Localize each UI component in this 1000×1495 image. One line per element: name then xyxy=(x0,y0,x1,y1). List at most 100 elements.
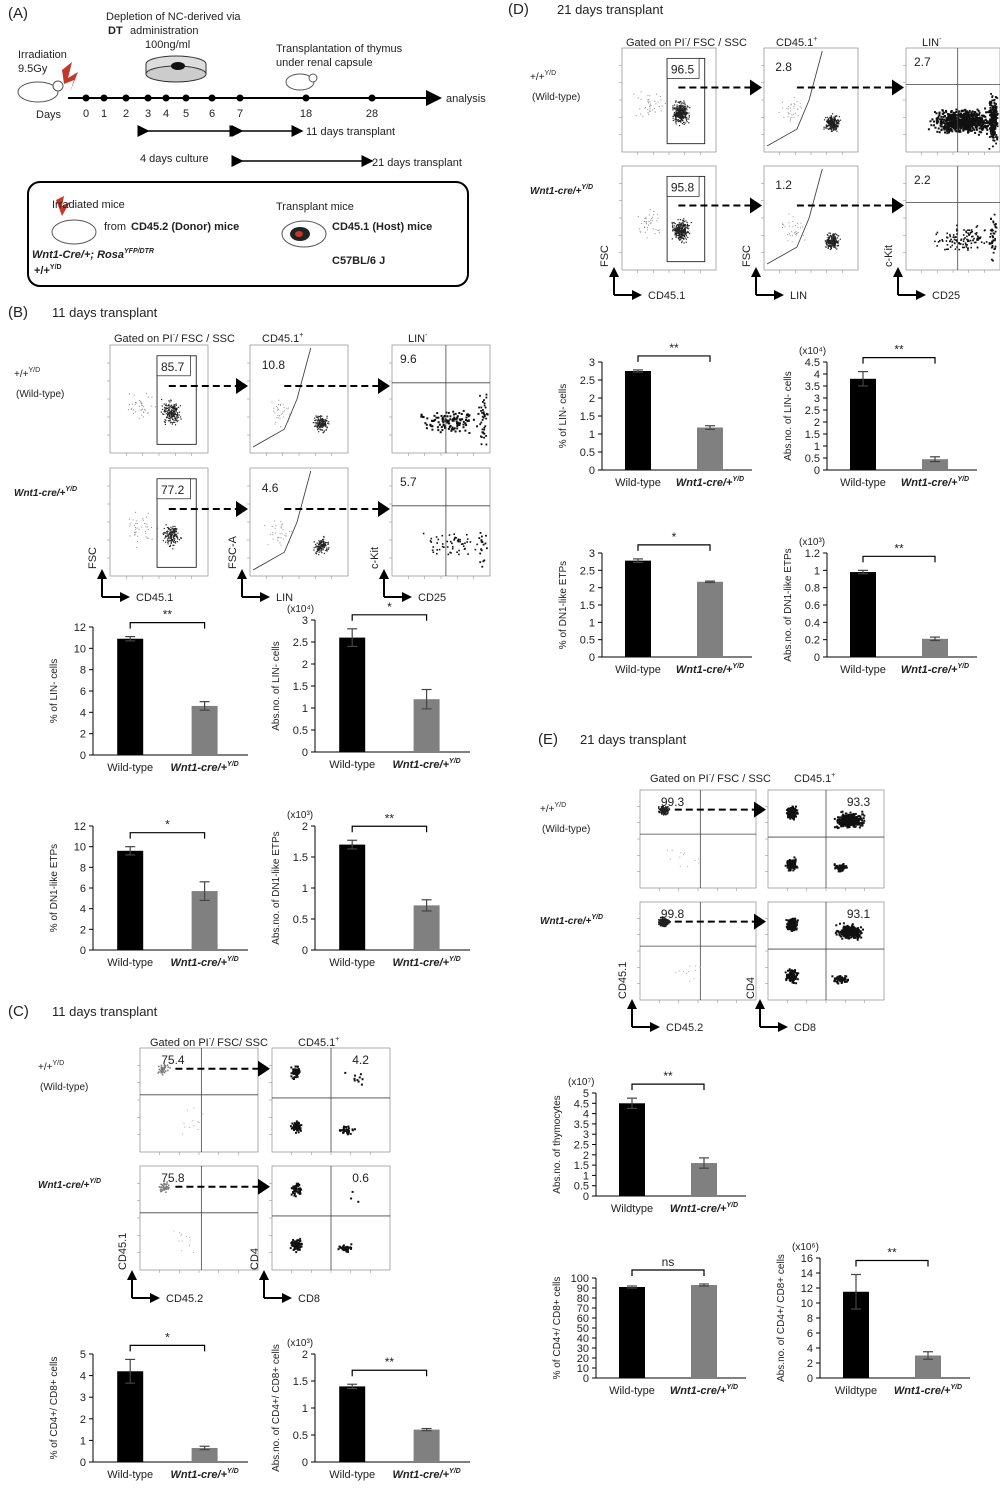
flow-y-axis-label: FSC xyxy=(599,245,611,267)
event-dot xyxy=(782,101,783,103)
event-dot xyxy=(833,235,835,237)
event-dot xyxy=(934,111,936,114)
event-dot xyxy=(680,109,682,111)
event-dot xyxy=(295,1251,298,1254)
event-dot xyxy=(977,133,980,136)
event-dot xyxy=(675,119,677,121)
event-dot xyxy=(442,423,445,426)
event-dot xyxy=(133,409,134,411)
event-dot xyxy=(486,547,488,550)
event-dot xyxy=(782,227,783,228)
timeline-dot xyxy=(162,94,170,102)
event-dot xyxy=(677,113,679,115)
event-dot xyxy=(989,100,991,103)
event-dot xyxy=(319,542,321,544)
event-dot xyxy=(167,407,169,409)
event-dot xyxy=(837,122,839,124)
event-dot xyxy=(340,1246,343,1249)
event-dot xyxy=(161,1071,163,1073)
event-dot xyxy=(658,229,660,231)
axis-arrow-y xyxy=(609,267,619,277)
event-dot xyxy=(290,1244,293,1247)
event-dot xyxy=(447,553,450,556)
event-dot xyxy=(676,104,678,106)
event-dot xyxy=(164,1066,166,1068)
event-dot xyxy=(681,241,683,244)
event-dot xyxy=(279,417,281,419)
event-dot xyxy=(833,240,835,242)
event-dot xyxy=(480,539,483,541)
event-dot xyxy=(455,537,457,539)
event-dot xyxy=(968,229,971,231)
event-dot xyxy=(834,242,836,245)
event-dot xyxy=(151,405,153,407)
genotype-note: (Wild-type) xyxy=(542,824,590,835)
event-dot xyxy=(685,112,687,114)
event-dot xyxy=(952,236,955,238)
transplant-text-2: under renal capsule xyxy=(276,57,373,69)
event-dot xyxy=(996,122,998,125)
event-dot xyxy=(678,108,680,110)
event-dot xyxy=(164,421,166,423)
event-dot xyxy=(317,417,319,419)
plot-frame xyxy=(905,47,1000,153)
event-dot xyxy=(792,225,794,227)
event-dot xyxy=(173,415,175,417)
event-dot xyxy=(960,116,963,119)
event-dot xyxy=(830,115,832,117)
event-dot xyxy=(461,418,464,421)
event-dot xyxy=(991,242,993,245)
event-dot xyxy=(686,109,688,111)
event-dot xyxy=(347,1133,350,1135)
event-dot xyxy=(977,119,979,122)
event-dot xyxy=(170,409,173,411)
event-dot xyxy=(649,95,651,97)
event-dot xyxy=(271,532,273,534)
event-dot xyxy=(832,121,834,124)
event-dot xyxy=(676,111,678,113)
event-dot xyxy=(980,241,983,243)
event-dot xyxy=(800,222,802,224)
event-dot xyxy=(676,115,678,117)
event-dot xyxy=(314,417,316,419)
event-dot xyxy=(980,121,982,123)
event-dot xyxy=(322,420,324,422)
event-dot xyxy=(649,108,651,110)
event-dot xyxy=(178,414,180,416)
event-dot xyxy=(169,539,171,541)
event-dot xyxy=(827,240,829,242)
event-dot xyxy=(424,422,427,425)
event-dot xyxy=(144,530,146,532)
event-dot xyxy=(829,248,831,251)
event-dot xyxy=(683,229,685,231)
event-dot xyxy=(948,129,951,132)
event-dot xyxy=(648,221,650,222)
event-dot xyxy=(994,132,996,135)
event-dot xyxy=(647,109,649,111)
event-dot xyxy=(179,416,182,418)
event-dot xyxy=(138,405,140,407)
event-dot xyxy=(147,412,149,414)
event-dot xyxy=(647,101,649,103)
event-dot xyxy=(665,807,668,809)
event-dot xyxy=(658,106,660,107)
flow-y-axis-label: c-Kit xyxy=(369,547,381,569)
event-dot xyxy=(459,539,461,541)
event-dot xyxy=(790,110,791,112)
event-dot xyxy=(829,235,831,237)
event-dot xyxy=(975,114,977,117)
gate-percentage: 77.2 xyxy=(161,483,185,497)
event-dot xyxy=(324,423,326,425)
event-dot xyxy=(962,129,965,132)
event-dot xyxy=(646,237,648,239)
event-dot xyxy=(173,544,175,546)
gate-arrow-head xyxy=(236,378,248,395)
event-dot xyxy=(679,224,681,226)
event-dot xyxy=(681,227,683,229)
event-dot xyxy=(825,117,827,119)
event-dot xyxy=(787,865,790,868)
event-dot xyxy=(797,115,799,117)
event-dot xyxy=(173,535,175,537)
event-dot xyxy=(129,523,131,525)
event-dot xyxy=(169,422,172,424)
